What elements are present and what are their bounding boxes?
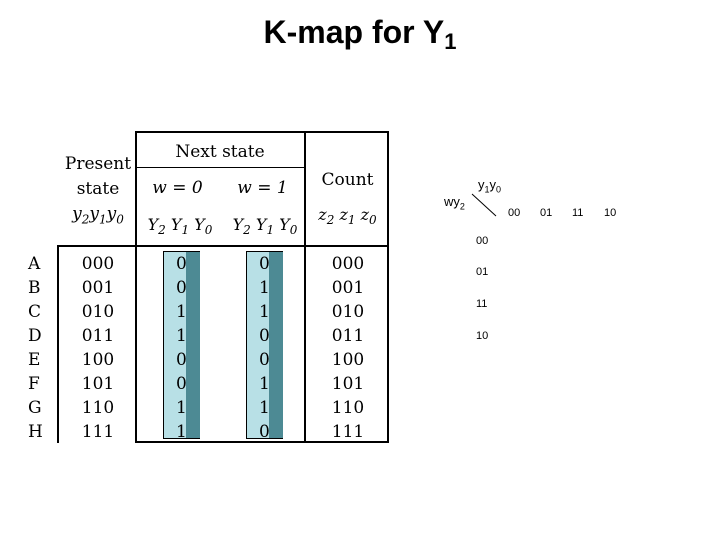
- row-label: A: [28, 254, 41, 274]
- count-vars: z2 z1 z0: [318, 205, 377, 228]
- row-label: C: [28, 302, 42, 322]
- row-label: F: [28, 374, 40, 394]
- kmap-col-label: 11: [572, 207, 584, 219]
- next-vars-w0: Y2 Y1 Y0: [147, 215, 213, 238]
- row-label: G: [28, 398, 42, 418]
- kmap-col-label: 00: [508, 207, 521, 219]
- title-subscript: 1: [444, 29, 457, 54]
- present-column: 000 001 010 011 100 101 110 111: [70, 252, 126, 444]
- next-w0-cell: 1: [176, 326, 187, 346]
- present-cell: 101: [81, 374, 115, 394]
- count-header: Count: [321, 170, 374, 190]
- count-cell: 100: [331, 350, 365, 370]
- next-w0-column: 0 0 1 1 0 0 1 1: [176, 252, 188, 444]
- next-w1-cell: 0: [259, 350, 270, 370]
- kmap-row-label: 00: [476, 235, 489, 247]
- table-frame: [135, 131, 389, 443]
- highlight-w0: [163, 251, 200, 439]
- count-column: 000 001 010 011 100 101 110 111: [320, 252, 376, 444]
- w0-label: w = 0: [152, 178, 203, 198]
- next-w0-cell: 0: [176, 278, 187, 298]
- kmap-col-label: 10: [604, 207, 617, 219]
- next-w1-cell: 1: [259, 398, 270, 418]
- count-cell: 110: [331, 398, 365, 418]
- kmap-col-label: 01: [540, 207, 553, 219]
- next-w1-cell: 1: [259, 302, 270, 322]
- w1-label: w = 1: [237, 178, 288, 198]
- title-text: K-map for Y: [263, 14, 445, 50]
- next-w0-cell: 1: [176, 422, 187, 442]
- header-separator: [57, 245, 389, 247]
- next-w1-cell: 0: [259, 326, 270, 346]
- kmap-row-label: 10: [476, 330, 489, 342]
- page-title: K-map for Y1: [0, 14, 720, 55]
- kmap-row-label: 01: [476, 266, 489, 278]
- present-cell: 010: [81, 302, 115, 322]
- present-cell: 100: [81, 350, 115, 370]
- highlight-w1-bar: [269, 252, 283, 438]
- highlight-w1: [246, 251, 283, 439]
- table-divider-vertical: [304, 131, 306, 443]
- next-w0-cell: 0: [176, 254, 187, 274]
- kmap-row-var: wy2: [444, 194, 465, 212]
- present-state-header: Present state y2y1y0: [58, 152, 138, 232]
- count-cell: 001: [331, 278, 365, 298]
- count-cell: 011: [331, 326, 365, 346]
- row-label: B: [28, 278, 41, 298]
- kmap-corner-diagonal: [471, 193, 497, 217]
- present-header-vars: y2y1y0: [72, 204, 124, 227]
- kmap-col-var: y1y0: [478, 177, 502, 195]
- next-w1-cell: 1: [259, 374, 270, 394]
- next-w0-cell: 0: [176, 374, 187, 394]
- present-cell: 001: [81, 278, 115, 298]
- count-cell: 101: [331, 374, 365, 394]
- present-cell: 000: [81, 254, 115, 274]
- next-w1-cell: 1: [259, 278, 270, 298]
- row-label: H: [28, 422, 43, 442]
- row-label: E: [28, 350, 41, 370]
- present-header-line1: Present: [64, 154, 132, 174]
- highlight-w0-bar: [186, 252, 200, 438]
- next-w1-cell: 0: [259, 422, 270, 442]
- row-labels: A B C D E F G H: [28, 252, 48, 444]
- next-w0-cell: 1: [176, 302, 187, 322]
- next-state-header: Next state: [175, 142, 265, 162]
- next-w1-cell: 0: [259, 254, 270, 274]
- present-header-line2: state: [76, 179, 120, 199]
- next-w0-cell: 1: [176, 398, 187, 418]
- count-cell: 000: [331, 254, 365, 274]
- count-cell: 111: [331, 422, 365, 442]
- row-label: D: [28, 326, 42, 346]
- next-w1-column: 0 1 1 0 0 1 1 0: [259, 252, 271, 444]
- count-cell: 010: [331, 302, 365, 322]
- next-state-underline: [135, 167, 305, 168]
- present-cell: 011: [81, 326, 115, 346]
- present-left-border: [57, 245, 59, 443]
- next-vars-w1: Y2 Y1 Y0: [232, 215, 298, 238]
- present-cell: 111: [81, 422, 115, 442]
- kmap-row-label: 11: [476, 298, 488, 310]
- next-w0-cell: 0: [176, 350, 187, 370]
- present-cell: 110: [81, 398, 115, 418]
